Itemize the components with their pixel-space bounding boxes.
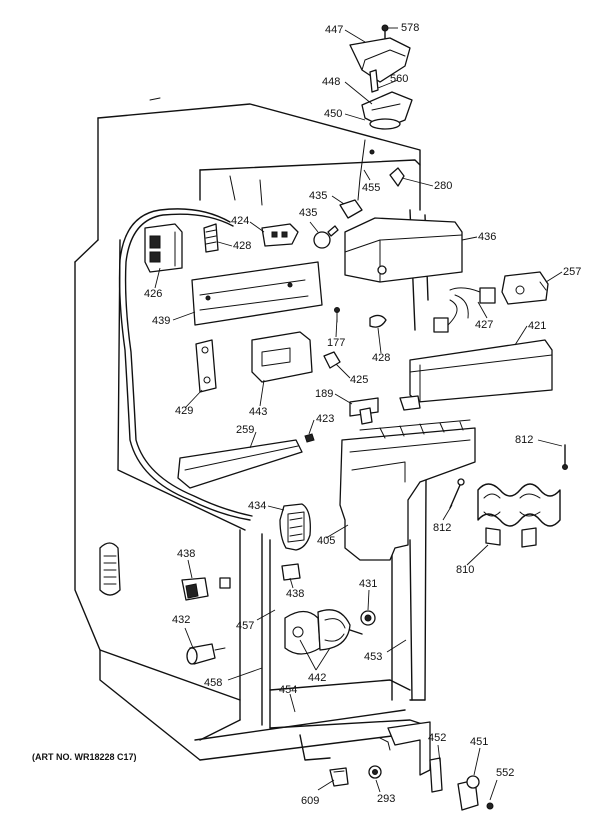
label-443: 443 bbox=[249, 406, 268, 418]
label-436: 436 bbox=[478, 231, 497, 243]
label-812-lower: 812 bbox=[433, 522, 452, 534]
part-423-shape bbox=[304, 433, 315, 443]
housing-443 bbox=[251, 331, 313, 383]
label-177: 177 bbox=[327, 337, 346, 349]
defrost-heater-810 bbox=[477, 483, 561, 548]
label-458: 458 bbox=[204, 677, 223, 689]
connectors-427 bbox=[433, 287, 496, 333]
label-427: 427 bbox=[475, 319, 494, 331]
label-457: 457 bbox=[236, 620, 255, 632]
label-434: 434 bbox=[248, 500, 267, 512]
label-438-right: 438 bbox=[286, 588, 305, 600]
label-578: 578 bbox=[401, 22, 420, 34]
bushing-432 bbox=[186, 643, 226, 665]
damper-control-442 bbox=[284, 609, 363, 655]
label-810: 810 bbox=[456, 564, 475, 576]
heater-rod-812 bbox=[449, 444, 568, 509]
label-429: 429 bbox=[175, 405, 194, 417]
lower-right-brackets bbox=[379, 721, 494, 811]
duct-housing-436 bbox=[344, 217, 463, 283]
bezel-434 bbox=[279, 503, 311, 551]
label-453: 453 bbox=[364, 651, 383, 663]
label-423: 423 bbox=[316, 413, 335, 425]
label-435-upper: 435 bbox=[309, 190, 328, 202]
label-552: 552 bbox=[496, 767, 515, 779]
label-439: 439 bbox=[152, 315, 171, 327]
bracket-439 bbox=[191, 261, 323, 326]
label-428-upper: 428 bbox=[233, 240, 252, 252]
label-452: 452 bbox=[428, 732, 447, 744]
label-405: 405 bbox=[317, 535, 336, 547]
light-shield-assembly bbox=[349, 24, 413, 155]
label-447: 447 bbox=[325, 24, 344, 36]
cabinet-outline bbox=[74, 97, 429, 761]
label-424: 424 bbox=[231, 215, 250, 227]
label-560: 560 bbox=[390, 73, 409, 85]
upper-wiring bbox=[203, 139, 366, 253]
label-428-lower: 428 bbox=[372, 352, 391, 364]
defrost-timer-257 bbox=[501, 271, 549, 305]
part-280-shape bbox=[389, 167, 405, 187]
label-425: 425 bbox=[350, 374, 369, 386]
label-257: 257 bbox=[563, 266, 582, 278]
bar-421 bbox=[399, 339, 553, 411]
label-431: 431 bbox=[359, 578, 378, 590]
label-435-lower: 435 bbox=[299, 207, 318, 219]
art-number: (ART NO. WR18228 C17) bbox=[32, 752, 137, 762]
label-189: 189 bbox=[315, 388, 334, 400]
switch-housing-426 bbox=[144, 223, 183, 273]
label-438-left: 438 bbox=[177, 548, 196, 560]
leader-lines bbox=[154, 27, 563, 801]
sockets-438 bbox=[181, 563, 301, 601]
label-454: 454 bbox=[279, 684, 298, 696]
label-421: 421 bbox=[528, 320, 547, 332]
label-455: 455 bbox=[362, 182, 381, 194]
label-812-upper: 812 bbox=[515, 434, 534, 446]
label-280: 280 bbox=[434, 180, 453, 192]
evaporator-cover-405 bbox=[339, 419, 476, 561]
label-442: 442 bbox=[308, 672, 327, 684]
label-609: 609 bbox=[301, 795, 320, 807]
cover-259 bbox=[177, 439, 303, 489]
label-293: 293 bbox=[377, 793, 396, 805]
tee-fitting-189 bbox=[349, 397, 379, 425]
label-450: 450 bbox=[324, 108, 343, 120]
bottom-caps bbox=[329, 765, 382, 787]
label-432: 432 bbox=[172, 614, 191, 626]
part-431 bbox=[360, 610, 376, 626]
bracket-429 bbox=[195, 339, 217, 393]
label-451: 451 bbox=[470, 736, 489, 748]
wire-harness bbox=[118, 208, 253, 521]
label-448: 448 bbox=[322, 76, 341, 88]
label-426: 426 bbox=[144, 288, 163, 300]
label-259: 259 bbox=[236, 424, 255, 436]
